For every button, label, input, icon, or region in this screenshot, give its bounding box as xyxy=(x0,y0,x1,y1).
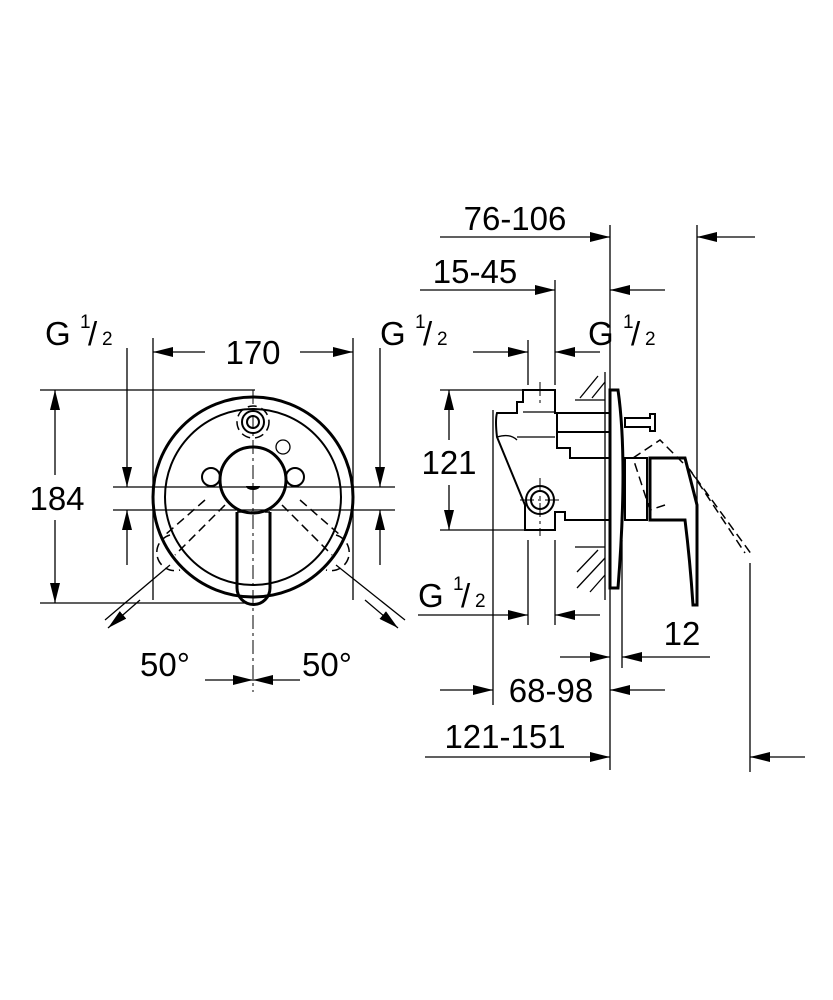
fraction-slash: / xyxy=(631,315,641,352)
fraction-slash: / xyxy=(461,577,471,614)
width-label: 170 xyxy=(225,334,280,371)
pipe-spacing-label: 121 xyxy=(421,444,476,481)
thread-label: G xyxy=(588,315,614,352)
thread-den: 2 xyxy=(437,329,448,350)
dimension-76-106: 76-106 xyxy=(440,200,755,242)
thread-label: G xyxy=(45,315,71,352)
thread-label: G xyxy=(418,577,444,614)
thread-left-dimension: G 1 / 2 xyxy=(45,312,132,565)
thread-right-dimension: G 1 / 2 xyxy=(375,312,448,565)
dimension-15-45: 15-45 xyxy=(420,253,665,295)
thread-label: G xyxy=(380,315,406,352)
dimension-121: 121 xyxy=(421,390,477,530)
thread-num: 1 xyxy=(415,312,426,333)
thread-num: 1 xyxy=(453,574,464,595)
thread-bottom-dimension: G 1 / 2 xyxy=(418,574,600,620)
installation-depth-label: 68-98 xyxy=(509,672,593,709)
lever xyxy=(235,512,272,606)
dimension-184: 184 xyxy=(29,390,85,603)
angle-dimension: 50° 50° xyxy=(104,564,406,685)
thread-den: 2 xyxy=(475,591,486,612)
front-view: 170 184 G 1 / 2 G 1 / 2 xyxy=(29,312,448,692)
fraction-slash: / xyxy=(423,315,433,352)
dimension-121-151: 121-151 xyxy=(425,718,805,762)
thread-num: 1 xyxy=(623,312,634,333)
side-view: 76-106 15-45 G 1 / 2 121 G 1 / xyxy=(418,200,805,772)
angle-left-label: 50° xyxy=(140,646,190,683)
thread-num: 1 xyxy=(80,312,91,333)
thread-den: 2 xyxy=(102,329,113,350)
handle-side xyxy=(624,439,753,607)
valve-body xyxy=(495,382,611,536)
thread-den: 2 xyxy=(645,329,656,350)
dimension-12: 12 xyxy=(560,615,710,662)
dimension-68-98: 68-98 xyxy=(440,672,665,709)
diverter-knob xyxy=(624,413,656,432)
dimension-170: 170 xyxy=(153,334,353,371)
overall-depth-label: 121-151 xyxy=(444,718,565,755)
wall-hatching xyxy=(575,372,606,600)
cover-plate xyxy=(608,388,625,590)
angle-right-label: 50° xyxy=(302,646,352,683)
depth-total-label: 76-106 xyxy=(464,200,567,237)
plate-thickness-label: 12 xyxy=(664,615,701,652)
thread-top-dimension: G 1 / 2 xyxy=(473,312,656,357)
fraction-slash: / xyxy=(88,315,98,352)
height-label: 184 xyxy=(29,480,84,517)
depth-inner-label: 15-45 xyxy=(433,253,517,290)
